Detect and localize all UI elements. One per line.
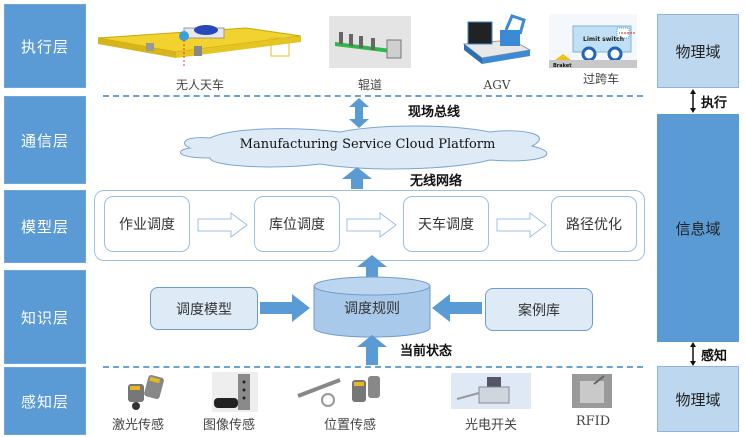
device-label-agv: AGV <box>483 78 511 92</box>
device-label-transfer-cart: 过跨车 <box>582 72 619 86</box>
fieldbus-label: 现场总线 <box>408 105 461 120</box>
layer-knowledge: 知识层 <box>4 270 86 364</box>
scheduling-model-box: 调度模型 <box>150 287 258 330</box>
sensor-label-rfid: RFID <box>575 414 611 429</box>
step-arrow-3-icon <box>496 212 547 238</box>
physical-domain-top-label: 物理域 <box>675 42 721 61</box>
state-up-arrow-icon <box>357 335 387 365</box>
rfid-tag-icon <box>572 374 612 408</box>
model-step-storage-scheduling: 库位调度 <box>254 196 340 252</box>
agv-robot-icon <box>462 14 532 64</box>
layer-perception-label: 感知层 <box>20 392 69 411</box>
layer-model: 模型层 <box>4 190 86 263</box>
overhead-crane-icon <box>97 25 302 66</box>
model-step-path-optimization: 路径优化 <box>551 196 637 252</box>
wireless-network-label: 无线网络 <box>410 174 463 189</box>
layer-execution-label: 执行层 <box>20 37 69 56</box>
model-step-job-scheduling: 作业调度 <box>104 196 190 252</box>
layer-execution: 执行层 <box>4 4 86 88</box>
information-domain-label: 信息域 <box>675 219 721 238</box>
physical-domain-top: 物理域 <box>657 14 739 88</box>
fieldbus-double-arrow-icon <box>349 98 369 128</box>
physical-domain-bottom-label: 物理域 <box>675 390 721 409</box>
execute-label: 执行 <box>701 96 728 111</box>
execute-double-arrow-icon <box>690 89 696 113</box>
sensor-label-image: 图像传感 <box>202 418 255 433</box>
sensor-label-position: 位置传感 <box>323 418 376 433</box>
scheduling-rules-label: 调度规则 <box>344 301 400 317</box>
device-label-roller: 辊道 <box>357 78 382 92</box>
braket-text: Braket <box>553 63 572 69</box>
rules-up-arrow-icon <box>357 255 387 277</box>
layer-communication: 通信层 <box>4 96 86 184</box>
photoelectric-switch-icon <box>451 373 531 409</box>
layer-perception: 感知层 <box>4 367 86 435</box>
perception-separator-line <box>103 366 643 368</box>
perceive-double-arrow-icon <box>690 342 696 366</box>
transfer-cart-icon: Limit switch Braket <box>549 14 637 69</box>
sensor-label-laser: 激光传感 <box>111 418 164 433</box>
roller-conveyor-icon <box>329 16 411 68</box>
model-to-rules-arrow-icon <box>260 294 310 322</box>
cases-to-rules-arrow-icon <box>432 294 482 322</box>
cloud-icon <box>180 125 548 170</box>
physical-domain-bottom: 物理域 <box>657 366 739 432</box>
step-arrow-2-icon <box>346 212 397 238</box>
device-label-crane: 无人天车 <box>175 78 224 92</box>
rules-database-icon <box>313 276 431 338</box>
laser-sensor-icon <box>128 374 164 410</box>
current-state-label: 当前状态 <box>400 344 453 359</box>
case-library-box: 案例库 <box>485 288 593 331</box>
information-domain: 信息域 <box>657 114 739 342</box>
step-arrow-1-icon <box>197 212 248 238</box>
layer-model-label: 模型层 <box>20 218 69 236</box>
layer-communication-label: 通信层 <box>20 131 69 150</box>
layer-knowledge-label: 知识层 <box>20 308 69 327</box>
limit-switch-text: Limit switch <box>583 36 624 43</box>
perceive-label: 感知 <box>701 349 728 364</box>
wireless-up-arrow-icon <box>342 167 372 189</box>
image-sensor-icon <box>212 372 258 412</box>
execution-separator-line <box>103 95 643 97</box>
model-step-crane-scheduling: 天车调度 <box>403 196 489 252</box>
cloud-platform-label: Manufacturing Service Cloud Platform <box>239 137 496 152</box>
sensor-label-photoelectric: 光电开关 <box>464 418 517 433</box>
position-sensor-icon <box>297 376 380 407</box>
